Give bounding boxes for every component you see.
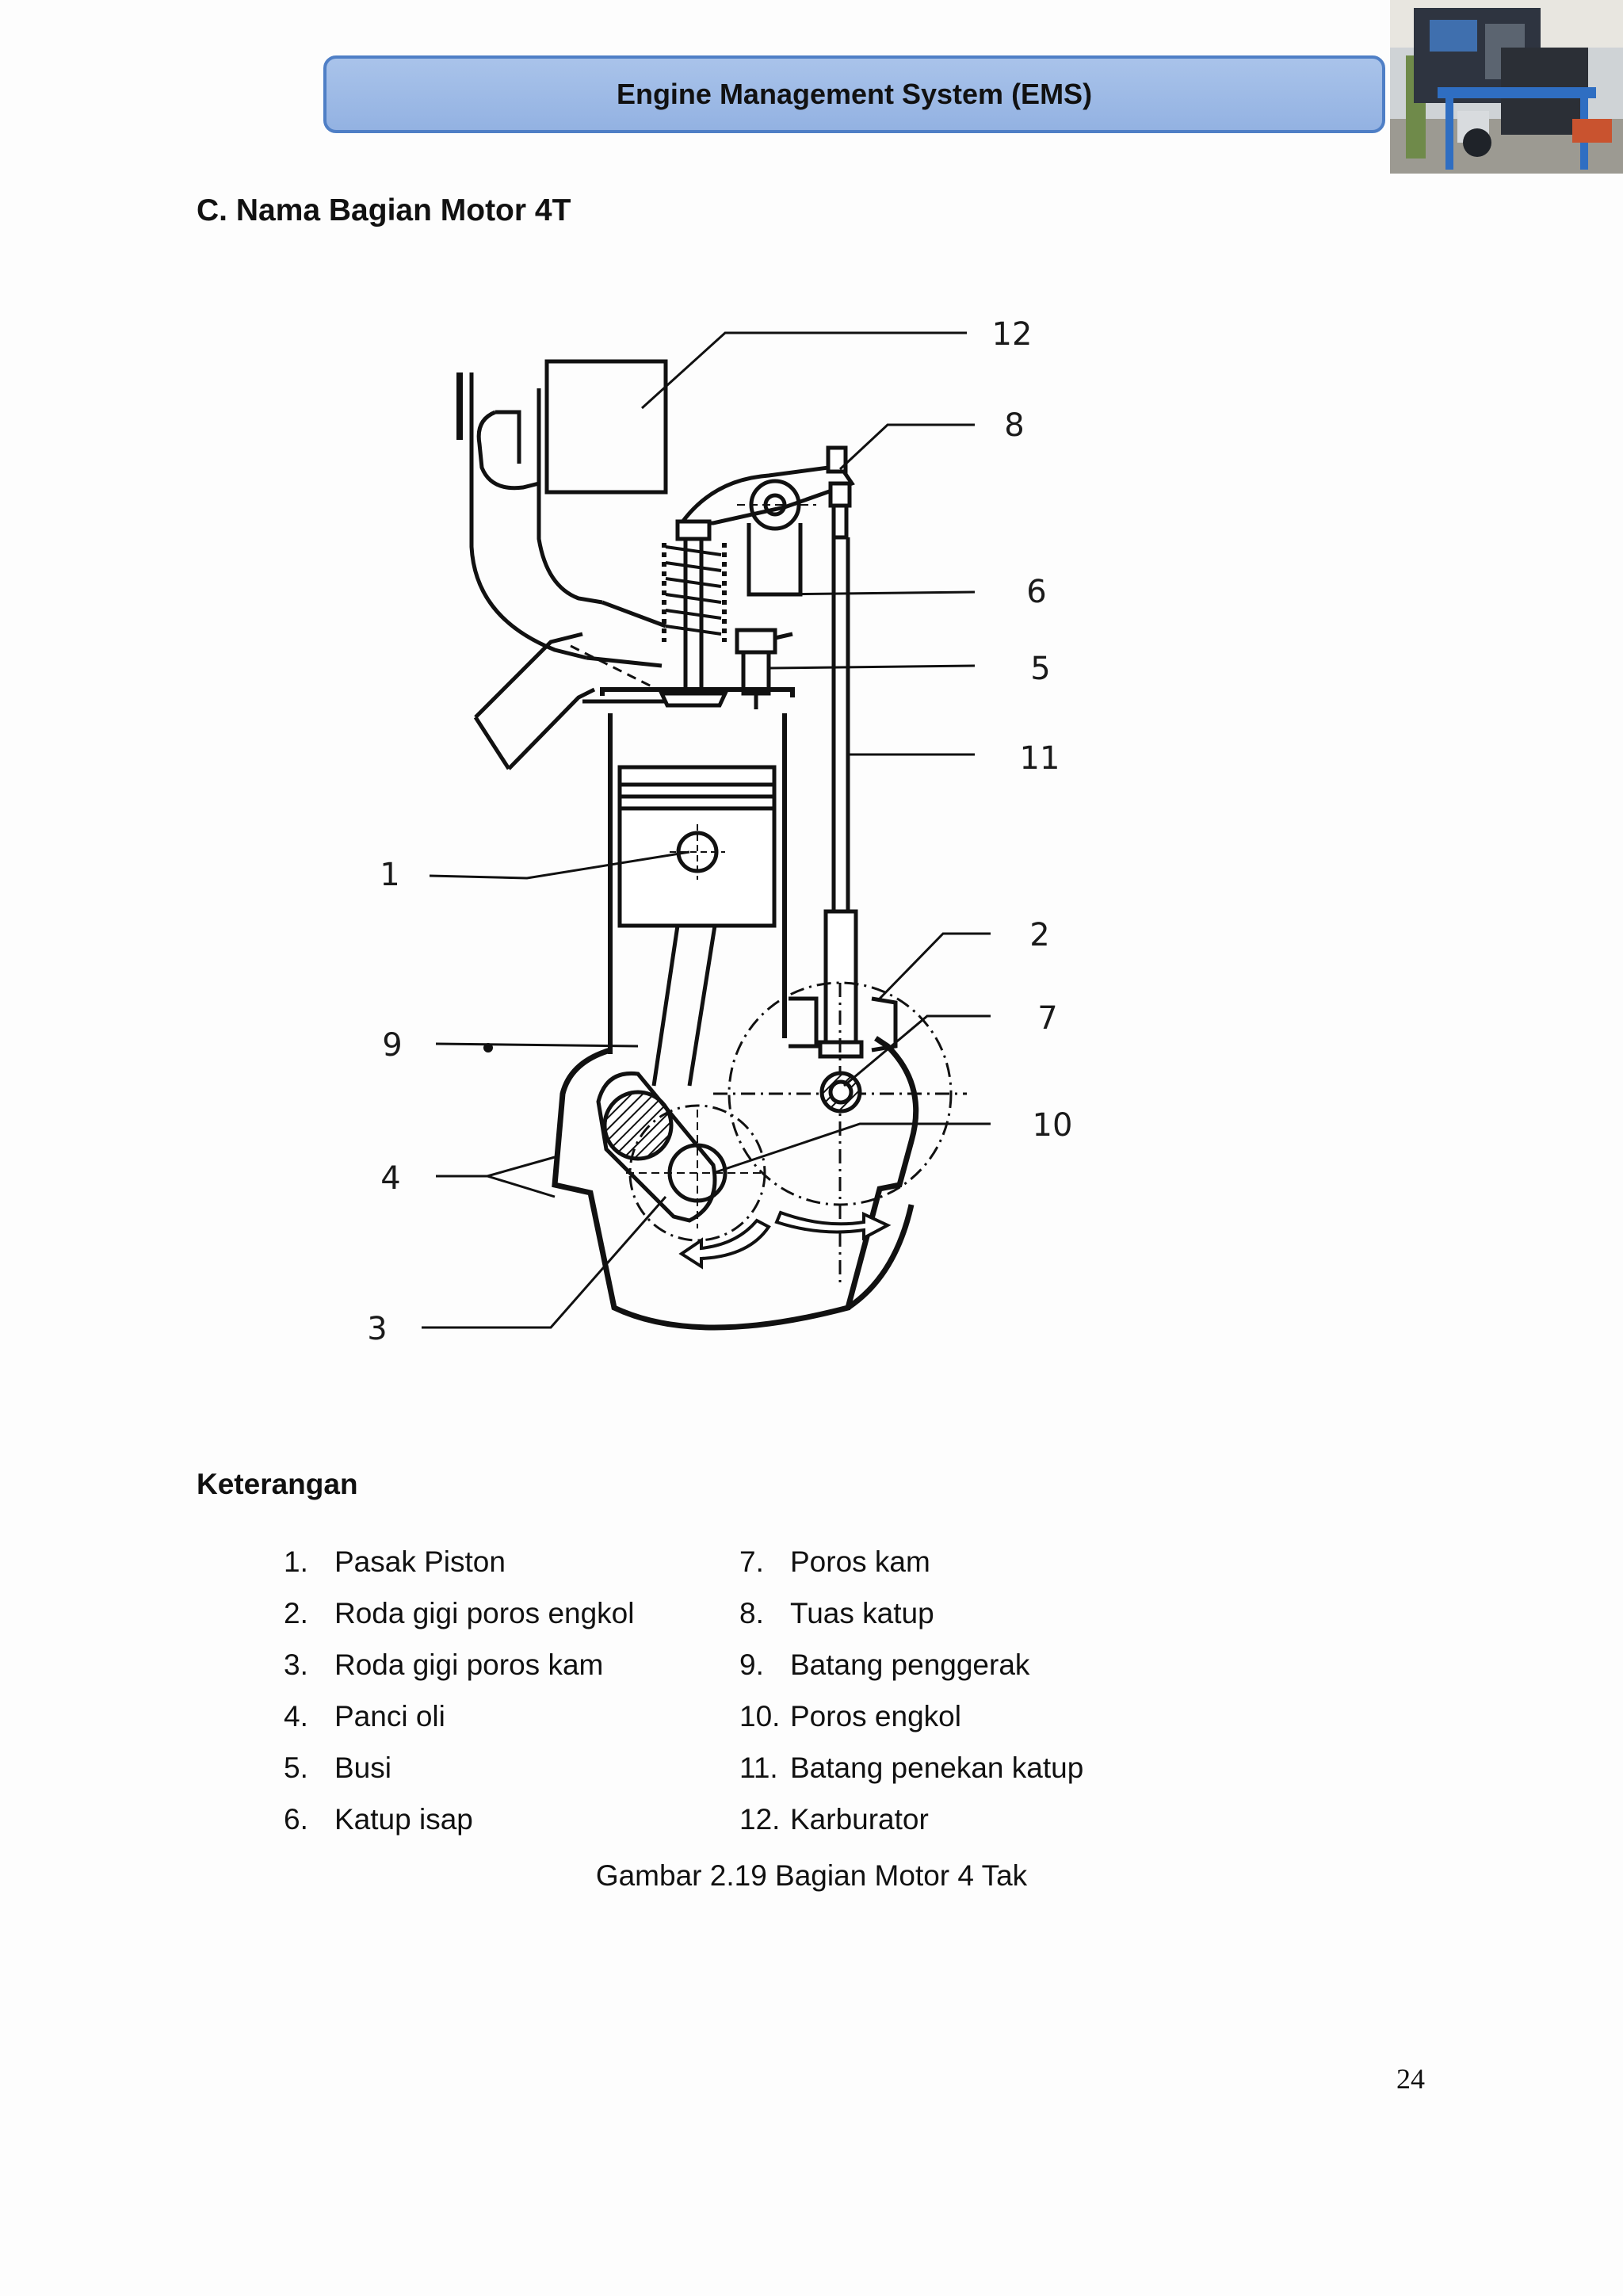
callout-2: 2: [1029, 917, 1049, 953]
callout-7: 7: [1037, 1000, 1057, 1037]
callout-6: 6: [1026, 574, 1046, 610]
legend-item: 3. Roda gigi poros kam: [284, 1648, 634, 1700]
legend-title: Keterangan: [197, 1468, 358, 1500]
legend-number: 1.: [284, 1545, 308, 1578]
callout-3: 3: [367, 1311, 387, 1347]
legend-item: 4. Panci oli: [284, 1700, 634, 1752]
page-number: 24: [1396, 2063, 1425, 2095]
camshaft-part: [819, 1071, 862, 1114]
legend-item: 2. Roda gigi poros engkol: [284, 1597, 634, 1648]
leader-dot: [483, 1043, 493, 1052]
legend-label: Karburator: [790, 1803, 929, 1836]
legend-label: Tuas katup: [790, 1597, 934, 1629]
legend-item: 6. Katup isap: [284, 1803, 634, 1855]
header-title: Engine Management System (EMS): [616, 78, 1093, 110]
legend-number: 8.: [739, 1597, 764, 1629]
four-stroke-engine-diagram: 12 8 6 5 11 1 2 7 9 10 4 3: [367, 316, 1072, 1347]
legend-item: 9. Batang penggerak: [739, 1648, 1083, 1700]
legend-number: 5.: [284, 1752, 308, 1784]
legend-label: Batang penekan katup: [790, 1752, 1084, 1784]
legend-label: Poros engkol: [790, 1700, 961, 1733]
connecting-rod-part: [651, 925, 717, 1087]
legend-label: Roda gigi poros kam: [334, 1648, 604, 1681]
legend-label: Roda gigi poros engkol: [334, 1597, 635, 1629]
legend-number: 9.: [739, 1648, 764, 1681]
legend-number: 10.: [739, 1700, 781, 1733]
figure-caption: Gambar 2.19 Bagian Motor 4 Tak: [595, 1859, 1028, 1892]
legend-item: 1. Pasak Piston: [284, 1545, 634, 1597]
intake-flow-arrow: [570, 644, 659, 691]
legend-item: 12. Karburator: [739, 1803, 1083, 1855]
callout-10: 10: [1033, 1107, 1073, 1144]
gear-circles: [628, 981, 967, 1284]
legend-item: 8. Tuas katup: [739, 1597, 1083, 1648]
rotation-arrows: [678, 1210, 892, 1270]
callout-4: 4: [380, 1160, 400, 1197]
crankcase-part: [552, 1036, 919, 1331]
spark-plug-part: [735, 628, 793, 709]
callout-5: 5: [1030, 651, 1050, 687]
callout-9: 9: [382, 1027, 402, 1064]
legend-column-right: 7. Poros kam 8. Tuas katup 9. Batang pengge…: [739, 1545, 1083, 1855]
legend-item: 11. Batang penekan katup: [739, 1752, 1083, 1803]
callout-1: 1: [380, 857, 399, 893]
legend-label: Batang penggerak: [790, 1648, 1030, 1681]
intake-manifold-part: [456, 372, 666, 770]
callout-labels: 12 8 6 5 11 1 2 7 9 10 4 3: [367, 316, 1072, 1347]
callout-8: 8: [1004, 407, 1024, 444]
legend-label: Busi: [334, 1752, 391, 1784]
legend-item: 7. Poros kam: [739, 1545, 1083, 1597]
engine-trainer-photo-image: [1390, 0, 1623, 174]
push-rod-part: [818, 481, 864, 1059]
callout-11: 11: [1020, 740, 1060, 777]
legend-number: 6.: [284, 1803, 308, 1836]
crankshaft-part: [596, 1071, 761, 1228]
piston-part: [617, 765, 777, 928]
leader-lines: [422, 331, 991, 1329]
cylinder-part: [600, 687, 795, 1054]
engine-trainer-photo: [1390, 0, 1623, 174]
callout-12: 12: [992, 316, 1033, 353]
legend-item: 5. Busi: [284, 1752, 634, 1803]
legend-number: 11.: [739, 1752, 778, 1784]
section-title: C. Nama Bagian Motor 4T: [197, 193, 571, 227]
legend-label: Katup isap: [334, 1803, 473, 1836]
header-banner: Engine Management System (EMS): [323, 55, 1385, 133]
legend-number: 2.: [284, 1597, 308, 1629]
legend-column-left: 1.Pasak Piston 2.Roda gigi poros engkol …: [284, 1545, 634, 1855]
carburetor-part: [544, 359, 668, 495]
legend-number: 12.: [739, 1803, 781, 1836]
legend-number: 4.: [284, 1700, 308, 1733]
legend-number: 3.: [284, 1648, 308, 1681]
legend-item: 10. Poros engkol: [739, 1700, 1083, 1752]
legend-label: Panci oli: [334, 1700, 445, 1733]
legend-number: 7.: [739, 1545, 764, 1578]
legend-label: Poros kam: [790, 1545, 930, 1578]
intake-valve-part: [659, 519, 728, 708]
legend-label: Pasak Piston: [334, 1545, 506, 1578]
tappet-guide-part: [789, 996, 898, 1052]
